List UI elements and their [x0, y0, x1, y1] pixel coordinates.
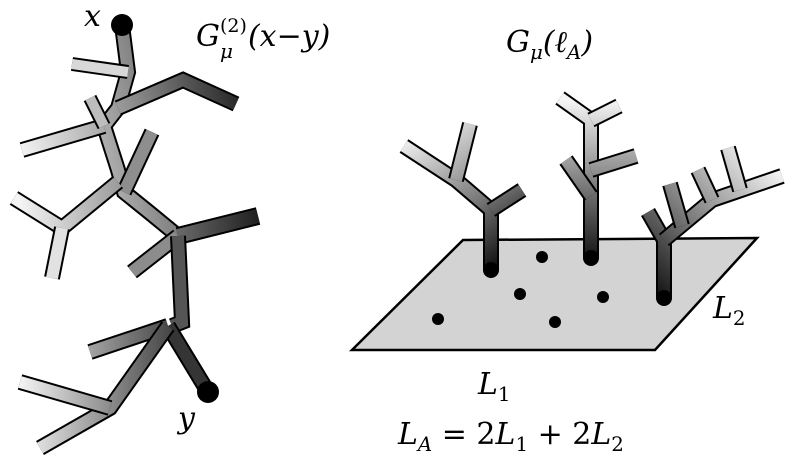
label-x: x — [84, 0, 101, 34]
surface-points — [432, 251, 609, 328]
left-polymer-tree — [9, 14, 261, 455]
plane-parallelogram — [348, 236, 760, 352]
endpoint-x-dot — [111, 14, 133, 36]
upper-branch-group — [19, 23, 240, 243]
surface-function-formula: Gμ(ℓA) — [506, 25, 594, 64]
label-y: y — [178, 401, 195, 436]
surface-point — [597, 291, 609, 303]
surface-tree-1 — [399, 122, 527, 278]
right-plane-diagram — [348, 91, 785, 352]
lower-branch-group — [17, 318, 215, 455]
area-formula: LA = 2L1 + 2L2 — [398, 417, 624, 456]
endpoint-y-dot — [197, 381, 219, 403]
surface-tree-3 — [641, 145, 785, 306]
surface-point — [549, 316, 561, 328]
surface-point — [432, 313, 444, 325]
side-label-L1: L1 — [478, 367, 511, 406]
surface-point — [514, 288, 526, 300]
side-label-L2: L2 — [713, 291, 746, 330]
surface-tree-2 — [555, 91, 639, 266]
two-point-function-formula: G(2)μ(x−y) — [196, 15, 331, 63]
surface-point — [536, 251, 548, 263]
